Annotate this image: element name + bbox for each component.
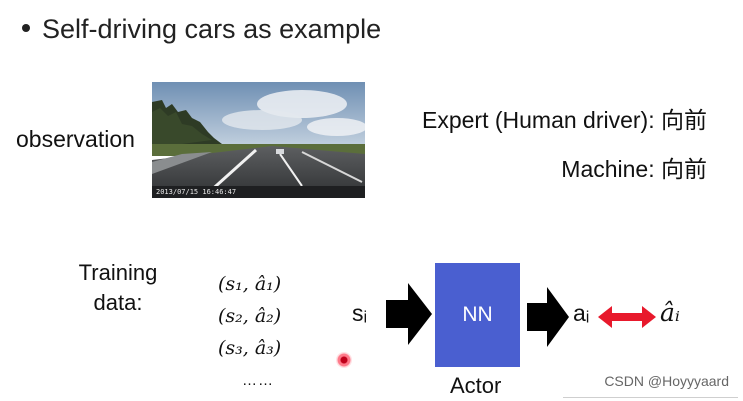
cursor-highlight-icon xyxy=(336,352,352,368)
road-photo-image xyxy=(152,82,365,198)
training-pairs: (s₁, â₁) (s₂, â₂) (s₃, â₃) xyxy=(218,268,281,364)
double-arrow-icon xyxy=(598,306,656,328)
road-photo: 2013/07/15 16:46:47 xyxy=(152,82,365,198)
nn-label: NN xyxy=(462,303,493,326)
target-action-label: âᵢ xyxy=(660,298,680,327)
expert-text: Expert (Human driver): 向前 xyxy=(421,107,707,133)
pair-3: (s₃, â₃) xyxy=(218,337,282,359)
output-arrow-icon xyxy=(527,287,569,347)
output-action-label: aᵢ xyxy=(573,300,590,326)
pair-1: (s₁, â₁) xyxy=(218,273,282,295)
watermark-text: CSDN @Hoyyyaard xyxy=(604,373,729,389)
training-data-label: Training data: xyxy=(58,258,178,318)
pairs-ellipsis: …… xyxy=(242,372,274,389)
input-arrow-icon xyxy=(386,283,432,345)
actor-label: Actor xyxy=(450,373,502,398)
observation-label: observation xyxy=(16,126,135,152)
nn-box: NN xyxy=(435,263,520,367)
training-label-line2: data: xyxy=(93,290,143,315)
photo-timestamp: 2013/07/15 16:46:47 xyxy=(156,188,237,196)
bullet-title: Self-driving cars as example xyxy=(22,14,381,45)
input-state-label: sᵢ xyxy=(352,300,368,326)
bullet-text: Self-driving cars as example xyxy=(42,14,382,44)
bottom-divider xyxy=(563,397,738,398)
pair-2: (s₂, â₂) xyxy=(218,305,282,327)
training-label-line1: Training xyxy=(78,260,158,285)
bullet-dot-icon xyxy=(22,23,30,32)
machine-text: Machine: 向前 xyxy=(561,156,707,182)
